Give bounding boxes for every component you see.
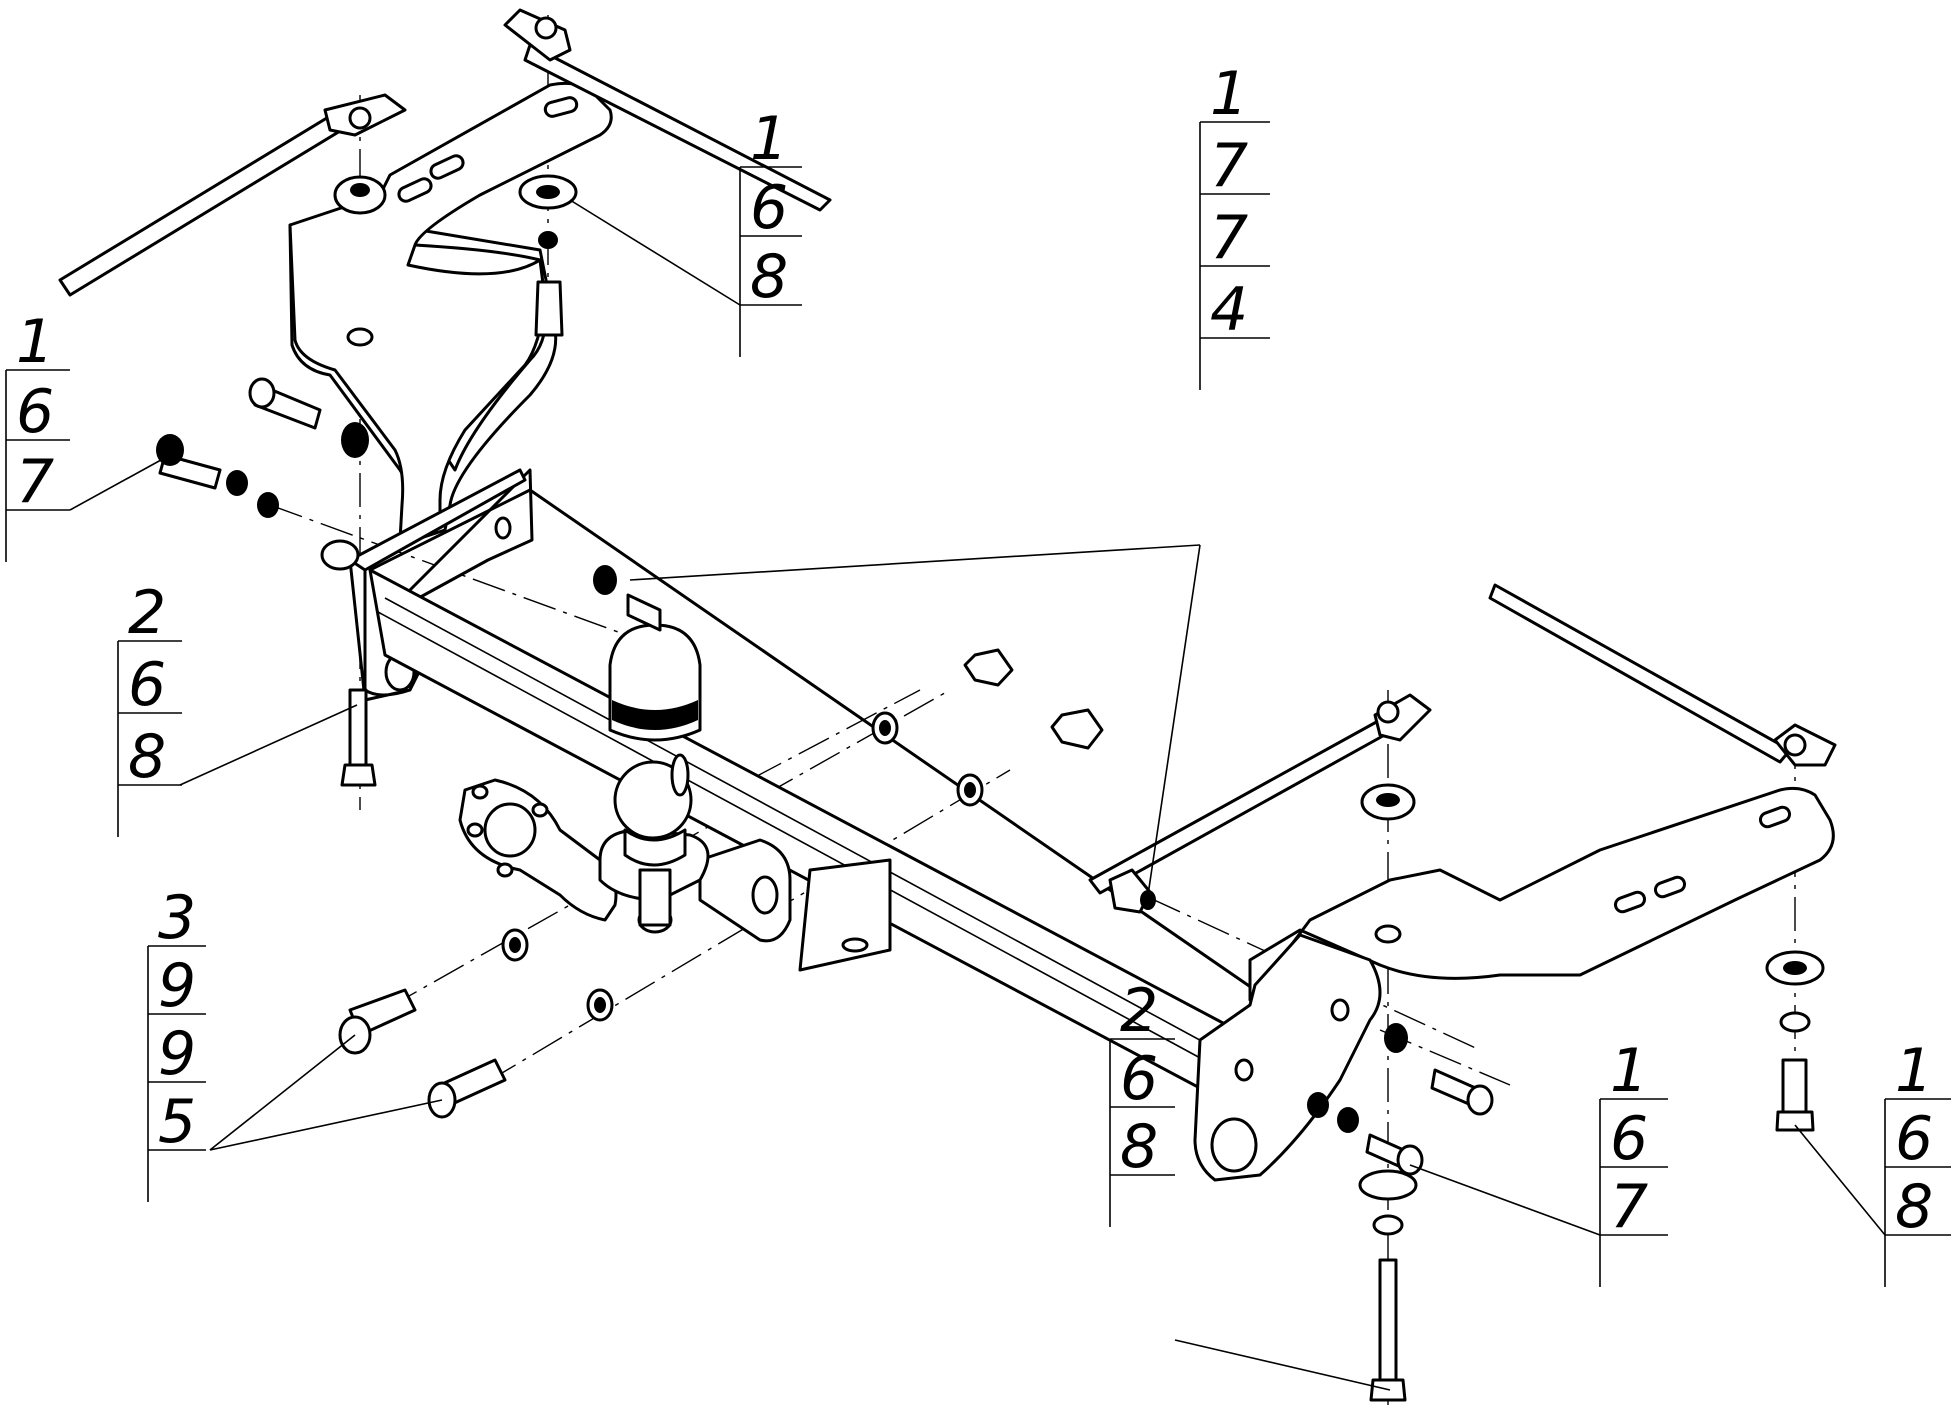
callout-number: 9: [158, 1019, 196, 1089]
callout-left: 167: [5, 307, 70, 562]
callout-number: 7: [1210, 203, 1248, 273]
callout-number: 8: [128, 722, 166, 792]
callout-number: 5: [158, 1087, 196, 1157]
callout-number: 6: [16, 377, 54, 447]
callout-number: 2: [1120, 976, 1158, 1046]
callout-number: 6: [750, 173, 788, 243]
tow-ball-mount: [458, 623, 892, 972]
callout-bottom-center: 268: [1109, 976, 1175, 1227]
right-mounting-bracket: [1193, 786, 1835, 1182]
callout-number: 7: [1610, 1172, 1648, 1242]
callout-number: 1: [16, 307, 54, 377]
leader-lines: [69, 199, 1886, 1391]
callout-number: 9: [158, 951, 196, 1021]
callout-number: 1: [1210, 59, 1248, 129]
callout-number: 6: [1895, 1104, 1933, 1174]
callout-number: 3: [158, 883, 196, 953]
callout-number: 1: [750, 104, 788, 174]
callout-number: 7: [1210, 131, 1248, 201]
callout-mid-left: 268: [117, 578, 182, 837]
callout-top-center: 168: [739, 104, 802, 357]
callout-number: 6: [128, 650, 166, 720]
callout-bottom-right-b: 168: [1884, 1036, 1951, 1287]
callout-number: 1: [1895, 1036, 1933, 1106]
callout-bottom-right-a: 167: [1599, 1036, 1668, 1287]
callout-number: 6: [1120, 1044, 1158, 1114]
callout-number: 6: [1610, 1104, 1648, 1174]
callout-number: 2: [128, 578, 166, 648]
left-mounting-bracket: [288, 81, 613, 702]
mounting-strips: [58, 8, 1837, 895]
callout-number: 7: [16, 447, 54, 517]
callout-number: 8: [1895, 1172, 1933, 1242]
callout-number: 1: [1610, 1036, 1648, 1106]
callout-number: 8: [750, 242, 788, 312]
callout-number: 4: [1210, 275, 1248, 345]
callout-number: 8: [1120, 1112, 1158, 1182]
